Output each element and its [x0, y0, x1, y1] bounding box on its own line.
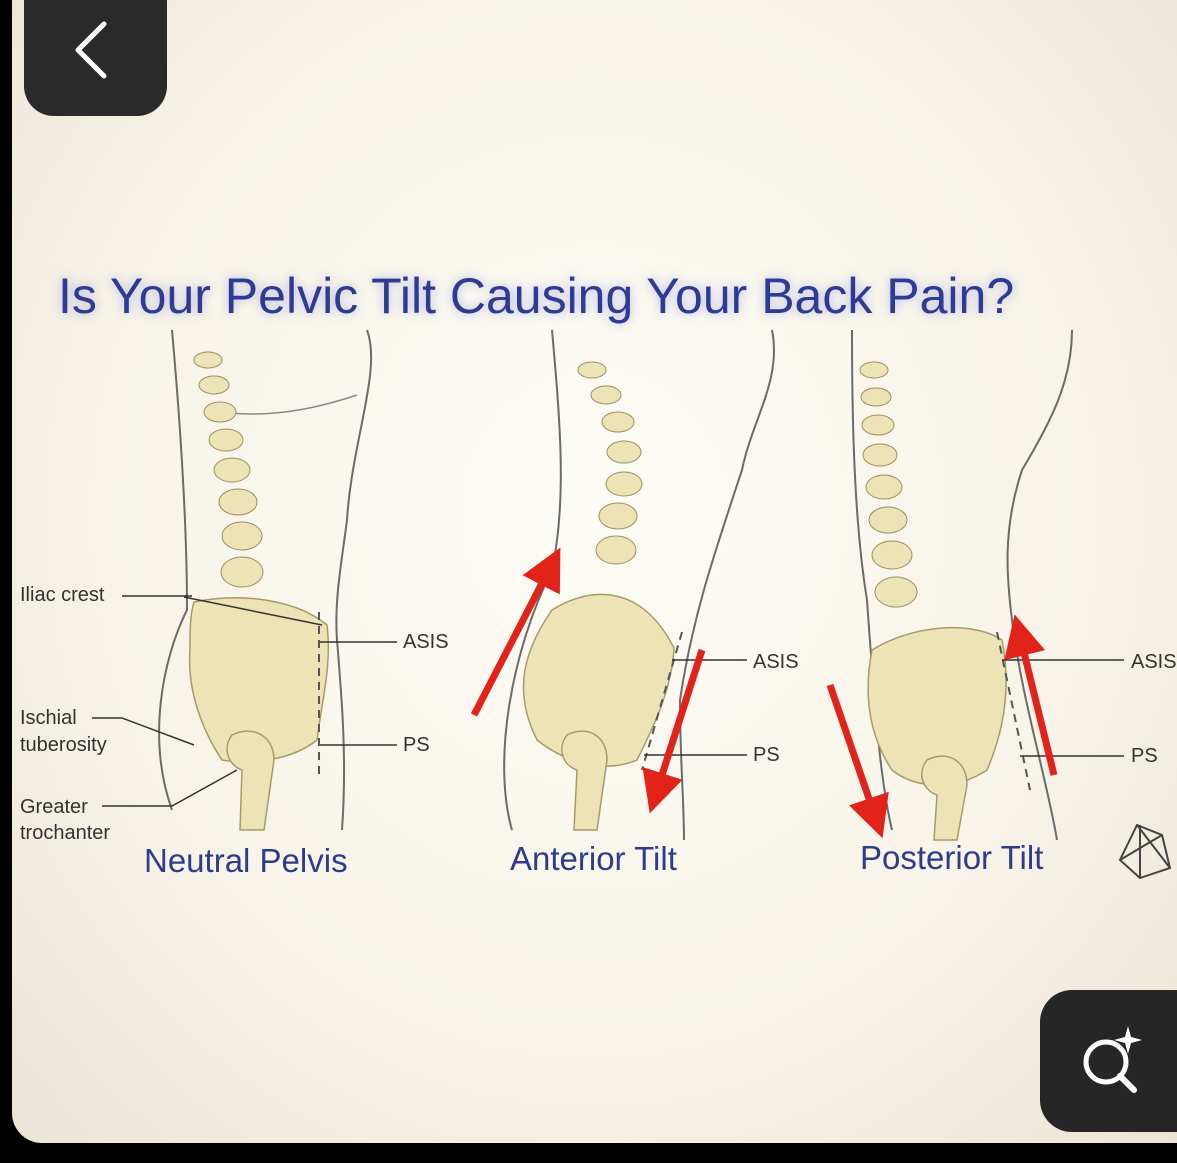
- caption-anterior-tilt: Anterior Tilt: [510, 840, 677, 877]
- chevron-left-icon: [75, 21, 107, 79]
- caption-neutral-pelvis: Neutral Pelvis: [144, 842, 348, 879]
- posterior-body-outline: [851, 329, 1073, 841]
- posterior-down-arrow: [826, 683, 889, 839]
- anterior-pelvis-bone: [522, 593, 675, 767]
- visual-search-sparkle-icon: [1083, 1026, 1142, 1093]
- caption-posterior-tilt: Posterior Tilt: [860, 839, 1044, 876]
- back-button[interactable]: [24, 0, 167, 116]
- label-posterior-ps: PS: [1131, 745, 1158, 767]
- anterior-spine: [577, 361, 643, 565]
- page-title: Is Your Pelvic Tilt Causing Your Back Pa…: [58, 268, 1015, 324]
- geometric-logo-icon: [1118, 823, 1172, 880]
- neutral-body-outline: [158, 329, 373, 831]
- posterior-femur: [921, 755, 968, 841]
- label-iliac-crest: Iliac crest: [20, 584, 105, 606]
- label-posterior-asis: ASIS: [1131, 651, 1177, 673]
- neutral-spine: [193, 351, 264, 588]
- label-greater-line2: trochanter: [20, 822, 111, 844]
- neutral-pelvis-bone: [188, 597, 330, 763]
- anterior-up-arrow: [470, 547, 561, 717]
- neutral-pelvis-figure: [92, 329, 397, 831]
- label-neutral-asis: ASIS: [403, 631, 449, 653]
- label-ischial-line1: Ischial: [20, 707, 77, 729]
- label-anterior-ps: PS: [753, 744, 780, 766]
- label-neutral-ps: PS: [403, 734, 430, 756]
- posterior-spine: [859, 361, 918, 608]
- label-ischial-line2: tuberosity: [20, 734, 107, 756]
- neutral-femur: [226, 730, 275, 831]
- anterior-plumb-line: [641, 631, 683, 771]
- visual-search-button[interactable]: [1040, 990, 1177, 1132]
- anterior-femur: [561, 730, 608, 831]
- label-greater-line1: Greater: [20, 796, 88, 818]
- posterior-tilt-figure: [826, 329, 1124, 841]
- anterior-down-arrow: [642, 648, 706, 814]
- label-anterior-asis: ASIS: [753, 651, 799, 673]
- anterior-tilt-figure: [470, 329, 775, 841]
- pelvic-tilt-illustration: [92, 329, 1172, 880]
- posterior-pelvis-bone: [867, 626, 1007, 786]
- image-frame: Is Your Pelvic Tilt Causing Your Back Pa…: [12, 0, 1177, 1143]
- posterior-up-arrow: [1004, 614, 1058, 776]
